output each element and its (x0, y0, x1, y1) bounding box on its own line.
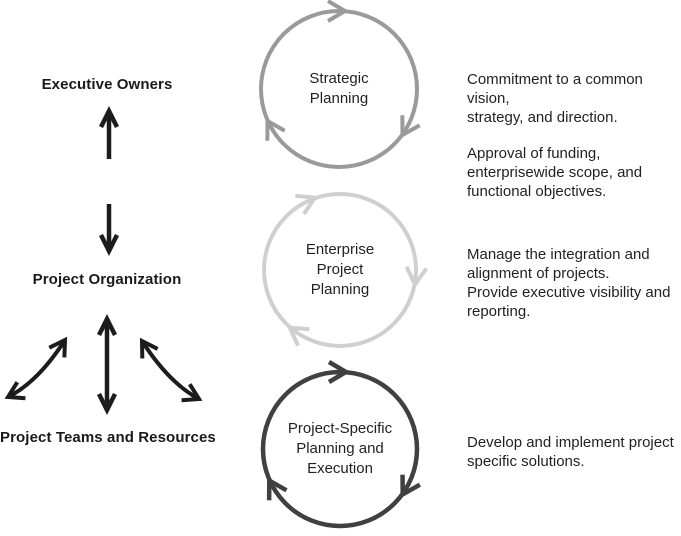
up-arrow-icon (98, 105, 120, 159)
annotation-approval: Approval of funding, enterprisewide scop… (467, 144, 681, 201)
annotation-develop-implement: Develop and implement project specific s… (467, 433, 681, 471)
annotation-line: strategy, and direction. (467, 109, 618, 126)
project-specific-cycle-icon (260, 360, 421, 529)
cycle-label-line: Execution (307, 460, 373, 477)
project-specific-label: Project-Specific Planning and Execution (250, 359, 430, 536)
label-executive-owners: Executive Owners (41, 76, 173, 93)
annotation-line: enterprisewide scope, and (467, 164, 643, 181)
down-arrow-icon (98, 204, 120, 257)
label-project-organization: Project Organization (32, 271, 182, 288)
enterprise-project-planning-label: Enterprise Project Planning (250, 180, 430, 360)
cycle-label-line: Project-Specific (287, 420, 393, 437)
cycle-label-line: Planning (310, 281, 370, 298)
annotation-line: Commitment to a common vision, (467, 71, 643, 107)
cycle-label-line: Enterprise (305, 241, 375, 258)
annotation-line: specific solutions. (467, 453, 585, 470)
strategic-planning-cycle-icon (259, 0, 421, 169)
bidirectional-arrows-icon (4, 313, 203, 416)
strategic-planning-label: Strategic Planning (249, 0, 429, 179)
cycle-label-line: Strategic (309, 70, 369, 87)
cycle-label-line: Planning and (296, 440, 384, 457)
annotation-commitment: Commitment to a common vision, strategy,… (467, 70, 681, 127)
annotation-line: Manage the integration and (467, 246, 650, 263)
cycle-label-line: Project (316, 261, 364, 278)
enterprise-project-planning-cycle-icon (262, 192, 429, 348)
annotation-manage-integration: Manage the integration and alignment of … (467, 245, 681, 321)
label-project-teams-and-resources: Project Teams and Resources (0, 429, 216, 446)
annotation-line: Provide executive visibility and (467, 284, 671, 301)
cycle-label-line: Planning (309, 90, 369, 107)
annotation-line: Approval of funding, (467, 145, 601, 162)
annotation-line: alignment of projects. (467, 265, 610, 282)
annotation-line: functional objectives. (467, 183, 607, 200)
annotation-line: reporting. (467, 303, 531, 320)
annotation-line: Develop and implement project (467, 434, 674, 451)
